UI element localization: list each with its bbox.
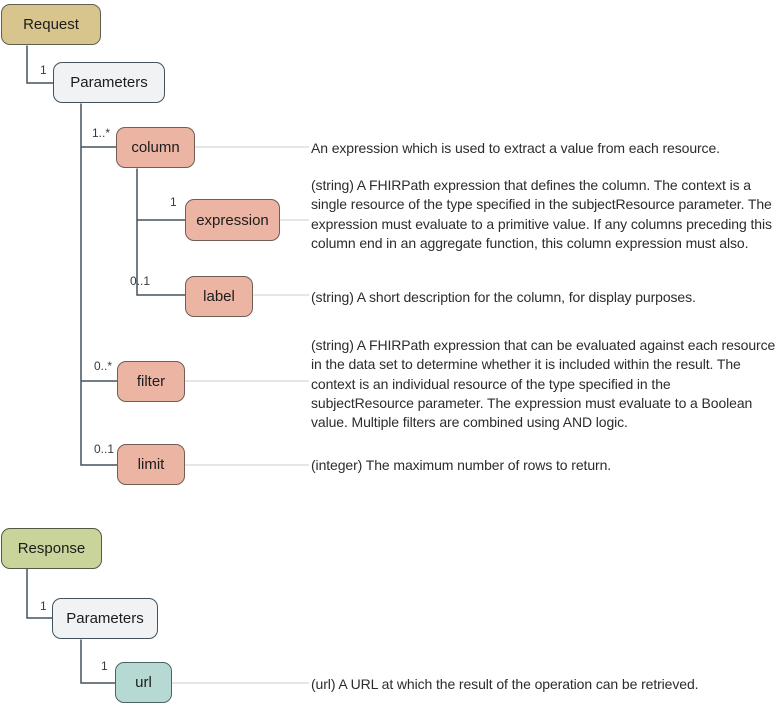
tree-line-parameters-url (80, 639, 115, 684)
node-label: label (185, 276, 253, 317)
node-url: url (115, 662, 172, 703)
description-label: (string) A short description for the col… (311, 289, 696, 305)
node-filter: filter (117, 361, 185, 402)
cardinality-column: 1..* (92, 126, 111, 140)
cardinality-limit: 0..1 (94, 442, 115, 456)
description-limit: (integer) The maximum number of rows to … (311, 457, 612, 473)
node-response-parameters: Parameters (52, 598, 158, 639)
node-request-parameters: Parameters (53, 62, 165, 103)
description-url: (url) A URL at which the result of the o… (311, 676, 699, 692)
cardinality-filter: 0..* (94, 359, 113, 373)
cardinality-url: 1 (101, 659, 108, 673)
node-column: column (116, 127, 195, 168)
cardinality-expression: 1 (170, 195, 177, 209)
node-limit: limit (117, 444, 185, 485)
node-response: Response (1, 528, 102, 569)
description-filter: (string) A FHIRPath expression that can … (311, 337, 776, 431)
cardinality-label: 0..1 (130, 274, 151, 288)
cardinality-response-parameters: 1 (40, 599, 47, 613)
description-column: An expression which is used to extract a… (311, 140, 720, 156)
cardinality-request-parameters: 1 (40, 63, 47, 77)
node-request: Request (1, 4, 101, 45)
description-expression: (string) A FHIRPath expression that defi… (311, 177, 772, 251)
node-expression: expression (185, 199, 280, 241)
tree-line-parameters-trunk (80, 103, 117, 466)
